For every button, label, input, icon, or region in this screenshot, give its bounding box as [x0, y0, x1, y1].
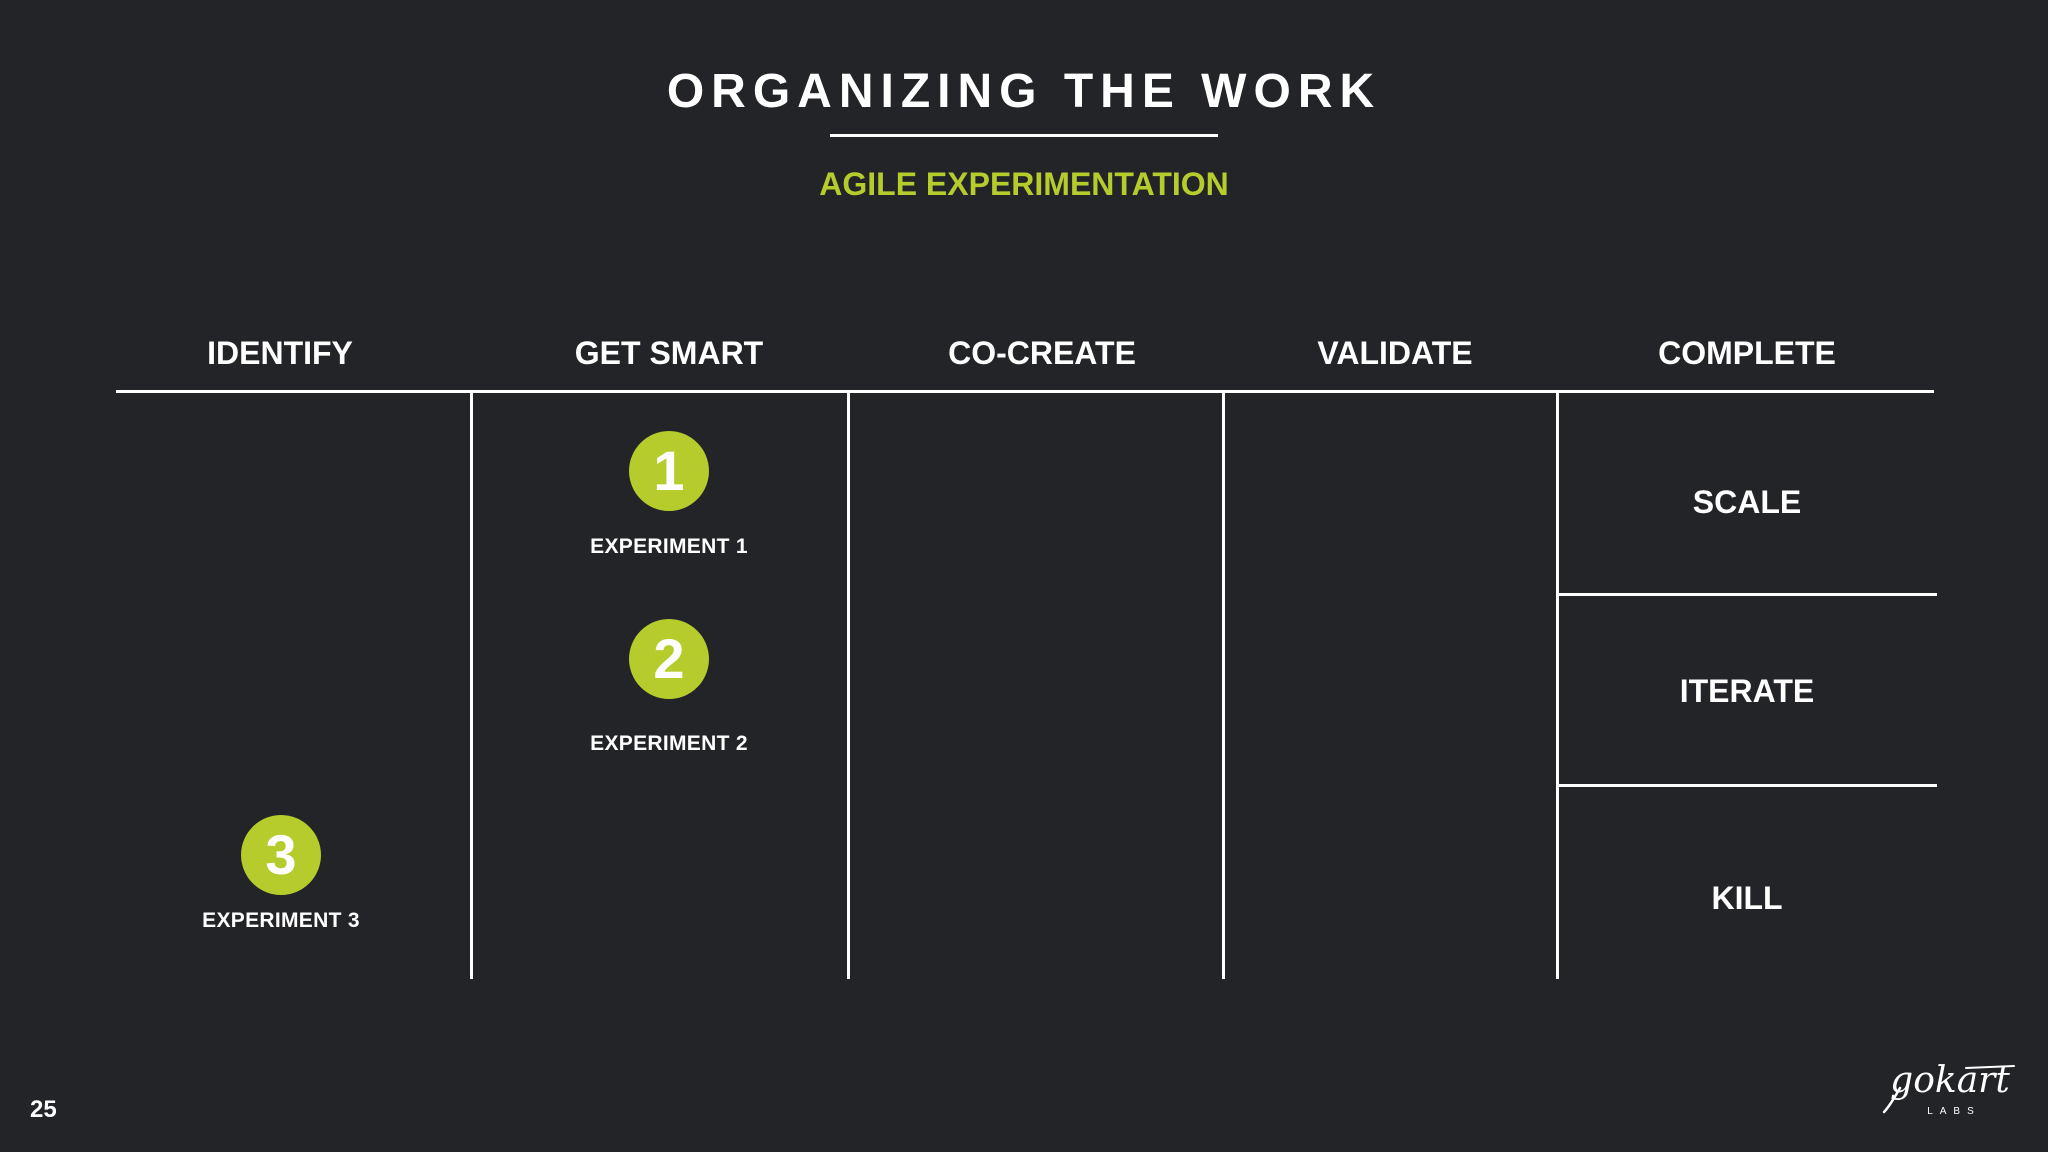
header-divider — [116, 390, 1934, 393]
column-divider — [1556, 391, 1559, 979]
experiment-3-label: EXPERIMENT 3 — [202, 909, 360, 932]
outcome-divider — [1556, 593, 1937, 596]
column-header-complete: COMPLETE — [1658, 335, 1836, 371]
logo-sub: LABS — [1927, 1106, 1981, 1117]
column-divider — [847, 391, 850, 979]
experiment-3-badge: 3 — [241, 815, 321, 895]
gokart-labs-logo: gokart LABS — [1882, 1060, 2015, 1117]
experiment-2-label: EXPERIMENT 2 — [590, 732, 748, 755]
column-header-get-smart: GET SMART — [574, 335, 764, 371]
column-header-co-create: CO-CREATE — [948, 335, 1136, 371]
slide-subtitle: AGILE EXPERIMENTATION — [819, 166, 1229, 202]
column-divider — [470, 391, 473, 979]
column-divider — [1222, 391, 1225, 979]
experiment-1-label: EXPERIMENT 1 — [590, 535, 748, 558]
column-header-identify: IDENTIFY — [207, 335, 353, 371]
outcome-scale: SCALE — [1692, 484, 1802, 520]
outcome-divider — [1556, 784, 1937, 787]
page-number: 25 — [30, 1096, 57, 1123]
column-header-validate: VALIDATE — [1317, 335, 1473, 371]
experiment-2-badge: 2 — [629, 619, 709, 699]
outcome-kill: KILL — [1711, 880, 1783, 916]
outcome-iterate: ITERATE — [1679, 673, 1815, 709]
slide-title: ORGANIZING THE WORK — [666, 65, 1382, 118]
experiment-1-badge: 1 — [629, 431, 709, 511]
title-underline — [830, 134, 1218, 137]
